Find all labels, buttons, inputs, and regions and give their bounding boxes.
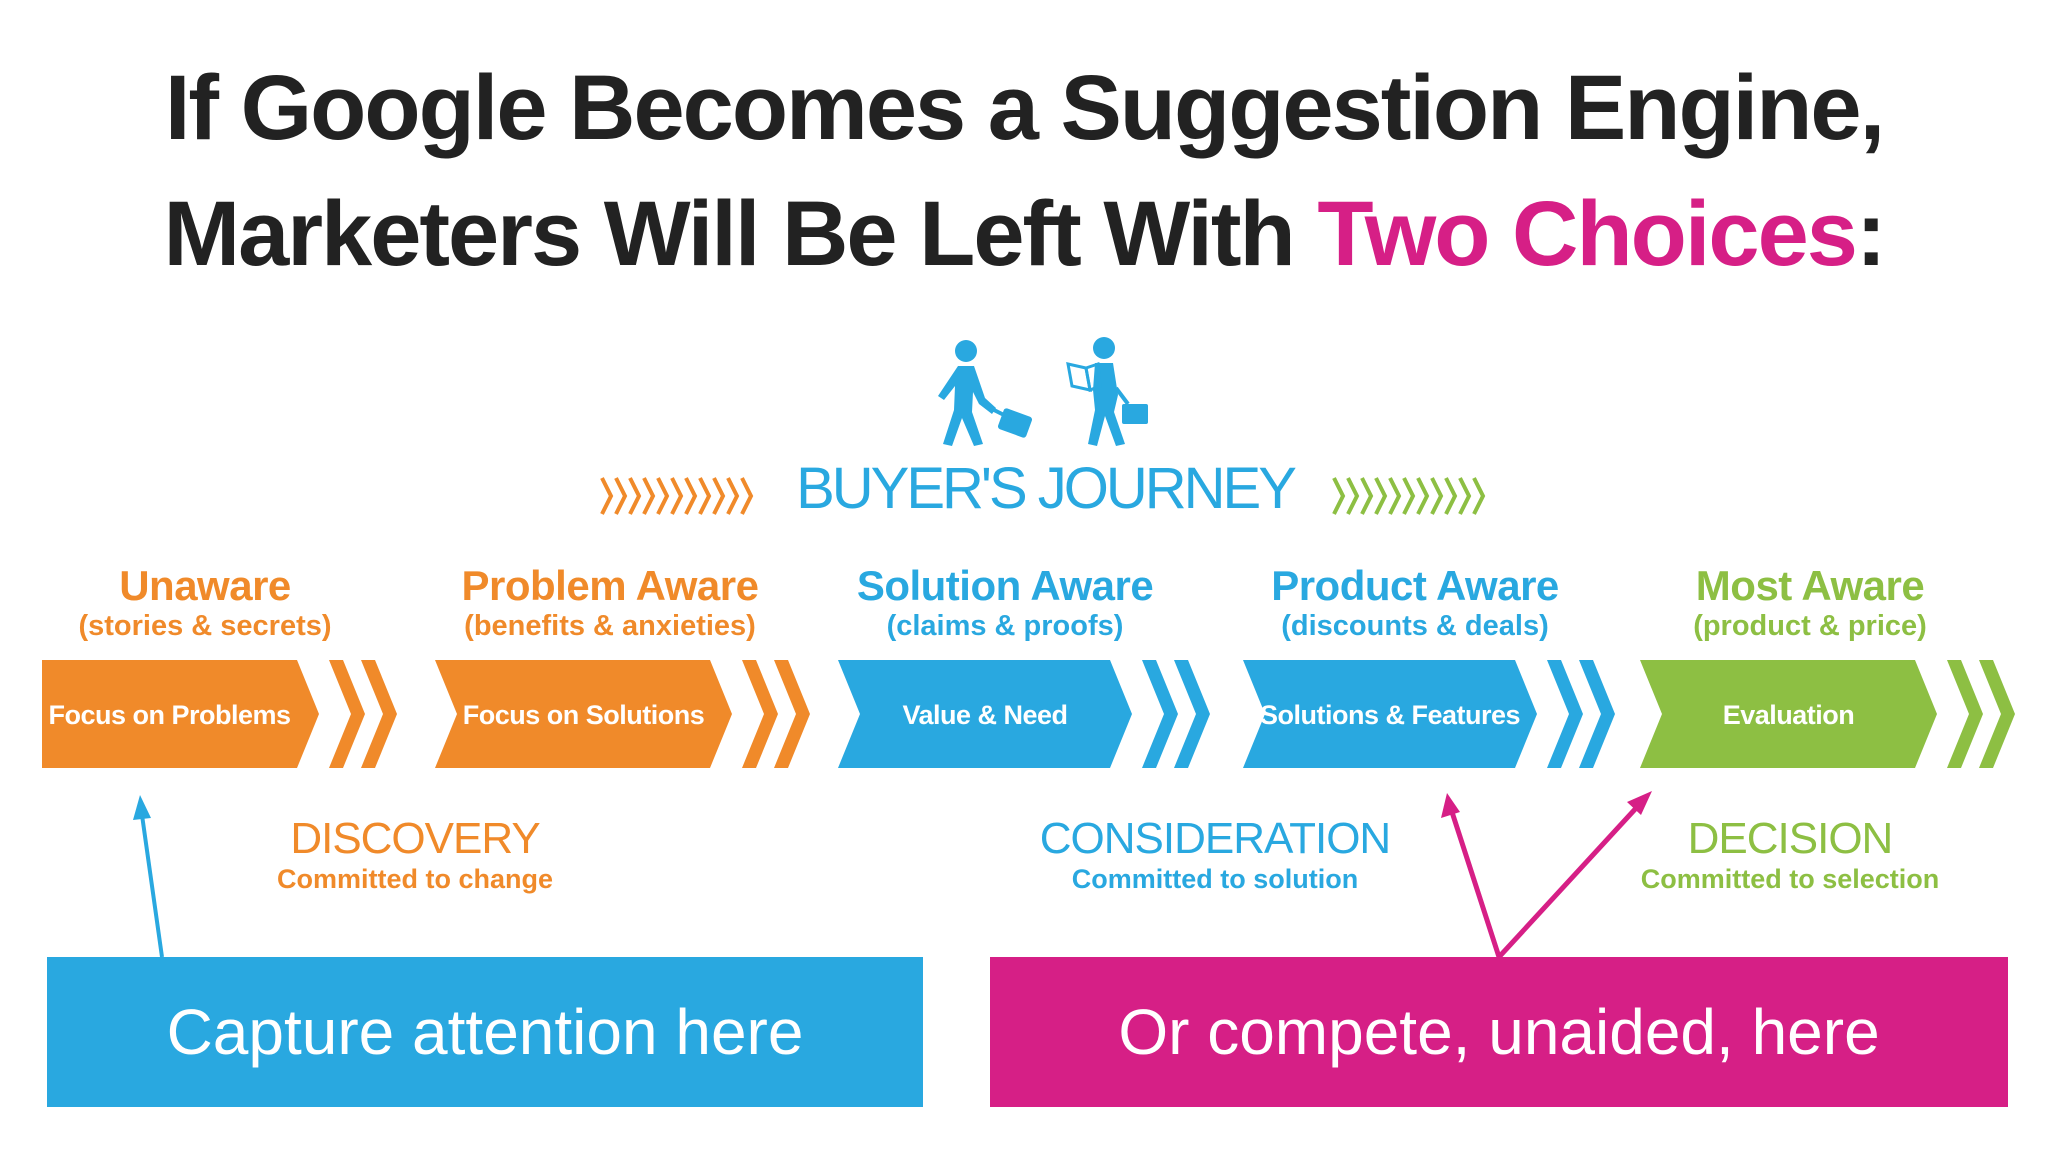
stage-bands: Focus on Problems Focus on Solutions Value… <box>42 660 2015 768</box>
chevron-stripe <box>740 477 754 515</box>
chevron-stripe <box>600 477 614 515</box>
band-chevron <box>1174 660 1210 768</box>
phase-subtitle: Committed to change <box>276 864 553 894</box>
band-chevron <box>329 660 365 768</box>
stage-band <box>838 660 1132 768</box>
band-chevron <box>1142 660 1178 768</box>
magenta-pointer-arrows <box>1441 791 1652 959</box>
band-chevron <box>742 660 778 768</box>
traveler-with-suitcase-icon <box>938 340 1033 446</box>
stage-problem-aware: Problem Aware (benefits & anxieties) <box>440 562 780 643</box>
stage-name: Solution Aware <box>856 562 1154 609</box>
stage-most-aware: Most Aware (product & price) <box>1650 562 1970 643</box>
capture-attention-box: Capture attention here <box>47 957 923 1107</box>
title-accent-two-choices: Two Choices <box>1317 183 1858 285</box>
chevron-stripe <box>1346 477 1360 515</box>
stage-band <box>1640 660 1937 768</box>
phase-discovery: DISCOVERY Committed to change <box>250 814 580 895</box>
capture-attention-text: Capture attention here <box>166 996 804 1068</box>
band-chevron <box>1947 660 1983 768</box>
stage-name: Unaware <box>119 562 291 609</box>
traveler-with-map-icon <box>1066 337 1148 446</box>
buyers-journey-label: BUYER'S JOURNEY <box>796 456 1297 521</box>
chevron-stripe <box>1444 477 1458 515</box>
green-chevron-stripes <box>1332 477 1486 515</box>
chevron-stripe <box>726 477 740 515</box>
stage-name: Product Aware <box>1271 562 1559 609</box>
phase-subtitle: Committed to solution <box>1071 864 1359 894</box>
phase-decision: DECISION Committed to selection <box>1620 814 1960 895</box>
chevron-stripe <box>1402 477 1416 515</box>
stage-unaware: Unaware (stories & secrets) <box>55 562 355 643</box>
stage-subtitle: (product & price) <box>1693 610 1927 642</box>
compete-unaided-box: Or compete, unaided, here <box>990 957 2008 1107</box>
stage-subtitle: (benefits & anxieties) <box>464 610 756 642</box>
stage-band <box>1243 660 1537 768</box>
title-colon: : <box>1855 183 1887 285</box>
chevron-stripe <box>698 477 712 515</box>
stage-band <box>42 660 319 768</box>
chevron-stripe <box>1332 477 1346 515</box>
band-chevron <box>1979 660 2015 768</box>
stage-name: Problem Aware <box>461 562 759 609</box>
band-chevron <box>1579 660 1615 768</box>
chevron-stripe <box>1472 477 1486 515</box>
chevron-stripe <box>614 477 628 515</box>
band-label: Solutions & Features <box>1260 700 1520 730</box>
blue-pointer-arrow <box>133 795 164 958</box>
phase-name: DISCOVERY <box>290 814 540 863</box>
chevron-stripe <box>684 477 698 515</box>
phase-name: DECISION <box>1687 814 1894 863</box>
chevron-stripe <box>642 477 656 515</box>
band-chevron <box>774 660 810 768</box>
title-line-2: Marketers Will Be Left With Two Choices: <box>0 188 2048 280</box>
band-label: Value & Need <box>902 700 1067 730</box>
title-line-1: If Google Becomes a Suggestion Engine, <box>164 57 1885 159</box>
compete-unaided-text: Or compete, unaided, here <box>1118 996 1880 1068</box>
chevron-stripe <box>656 477 670 515</box>
stage-subtitle: (discounts & deals) <box>1281 610 1549 642</box>
phase-consideration: CONSIDERATION Committed to solution <box>1020 814 1410 895</box>
chevron-stripe <box>628 477 642 515</box>
band-label: Evaluation <box>1723 700 1855 730</box>
chevron-stripe <box>670 477 684 515</box>
band-chevron <box>361 660 397 768</box>
stage-solution-aware: Solution Aware (claims & proofs) <box>840 562 1170 643</box>
phase-subtitle: Committed to selection <box>1640 864 1940 894</box>
stage-subtitle: (claims & proofs) <box>886 610 1124 642</box>
chevron-stripe <box>1430 477 1444 515</box>
stage-name: Most Aware <box>1695 562 1925 609</box>
stage-product-aware: Product Aware (discounts & deals) <box>1250 562 1580 643</box>
chevron-stripe <box>1388 477 1402 515</box>
chevron-stripe <box>1360 477 1374 515</box>
phase-name: CONSIDERATION <box>1039 814 1391 863</box>
stage-subtitle: (stories & secrets) <box>78 610 332 642</box>
band-label: Focus on Problems <box>48 700 290 730</box>
orange-chevron-stripes <box>600 477 754 515</box>
stage-band <box>435 660 732 768</box>
band-chevron <box>1547 660 1583 768</box>
chevron-stripe <box>1458 477 1472 515</box>
band-label: Focus on Solutions <box>463 700 705 730</box>
chevron-stripe <box>1374 477 1388 515</box>
chevron-stripe <box>712 477 726 515</box>
title-line-2-text: Marketers Will Be Left With <box>163 183 1318 285</box>
chevron-stripe <box>1416 477 1430 515</box>
